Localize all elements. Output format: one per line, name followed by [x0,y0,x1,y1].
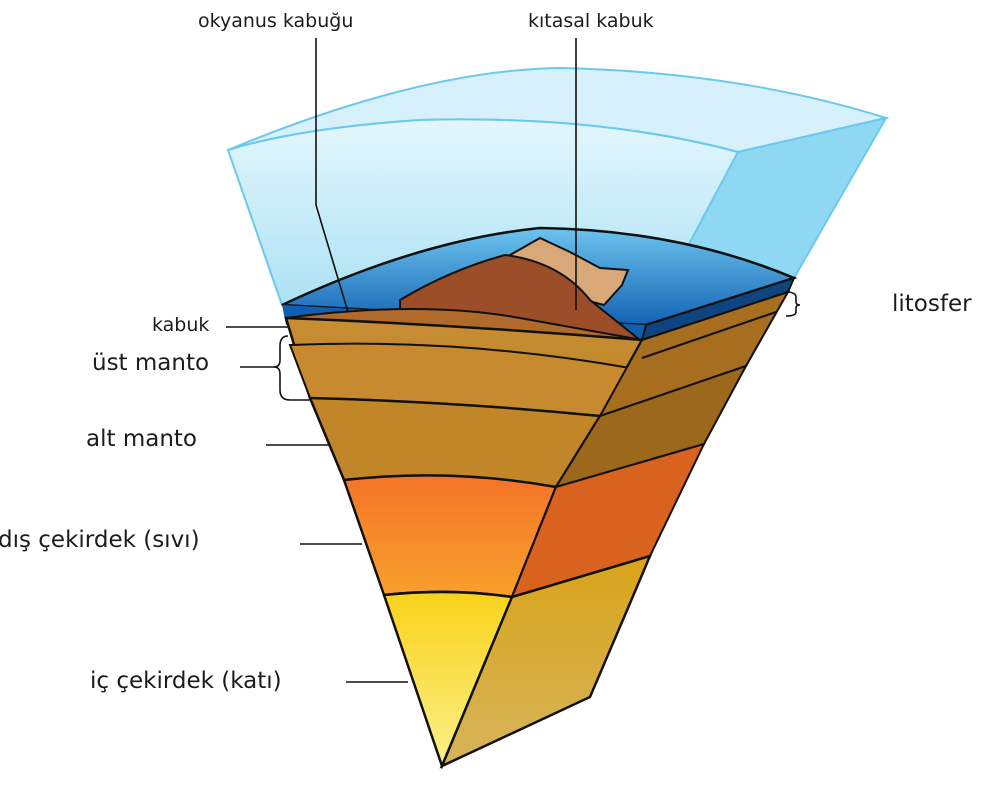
label-upper-mantle: üst manto [92,350,210,376]
label-lithosphere: litosfer [892,291,972,317]
label-lower-mantle: alt manto [86,426,197,452]
label-oceanic-crust: okyanus kabuğu [198,10,354,32]
lower-mantle-front [308,396,603,489]
label-crust: kabuk [152,314,210,336]
leader-lines [226,38,801,683]
label-continental-crust: kıtasal kabuk [528,10,654,32]
label-inner-core: iç çekirdek (katı) [90,668,282,694]
inner-core-side [439,554,653,769]
label-outer-core: dış çekirdek (sıvı) [0,527,200,553]
